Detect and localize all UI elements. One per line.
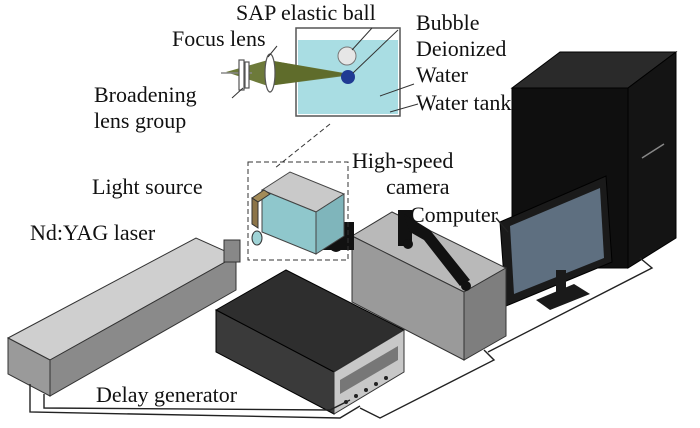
label-broadening: Broadening [94, 82, 197, 107]
sap-elastic-ball [337, 46, 357, 66]
leader-focus [267, 45, 278, 58]
label-camera: camera [386, 174, 450, 199]
laser-beam-focus [268, 60, 352, 86]
label-bubble: Bubble [416, 10, 480, 35]
label-high-speed: High-speed [352, 148, 454, 173]
tank-zoom-box [247, 161, 349, 261]
label-nd-yag-laser: Nd:YAG laser [30, 220, 156, 245]
bubble-shape [341, 70, 355, 84]
label-focus-lens: Focus lens [172, 26, 266, 51]
label-delay-generator: Delay generator [96, 382, 238, 407]
laser-lens [251, 230, 263, 246]
high-speed-camera [322, 210, 508, 361]
leader-broadening [231, 87, 244, 99]
label-sap-elastic-ball: SAP elastic ball [236, 0, 376, 25]
label-lens-group: lens group [94, 108, 187, 133]
cables [29, 217, 654, 419]
focus-lens-shape [264, 53, 276, 93]
main-water-tank [260, 171, 346, 255]
leader-bubble [352, 29, 399, 74]
leader-water [379, 83, 415, 97]
computer-monitor [499, 175, 613, 310]
broadening-lens-1 [238, 59, 245, 91]
delay-generator-device [214, 269, 406, 415]
leader-tank [389, 103, 419, 113]
label-water-tank: Water tank [416, 90, 512, 115]
label-water: Water [416, 62, 468, 87]
inset-water-tank [221, 27, 419, 117]
nd-yag-laser [6, 237, 241, 397]
label-computer: Computer [410, 202, 498, 227]
label-light-source: Light source [92, 174, 203, 199]
leader-sap [351, 27, 373, 51]
light-source-box [251, 189, 271, 229]
label-deionized: Deionized [416, 36, 507, 61]
broadening-lens-2 [244, 61, 250, 89]
zoom-leader [274, 123, 331, 169]
